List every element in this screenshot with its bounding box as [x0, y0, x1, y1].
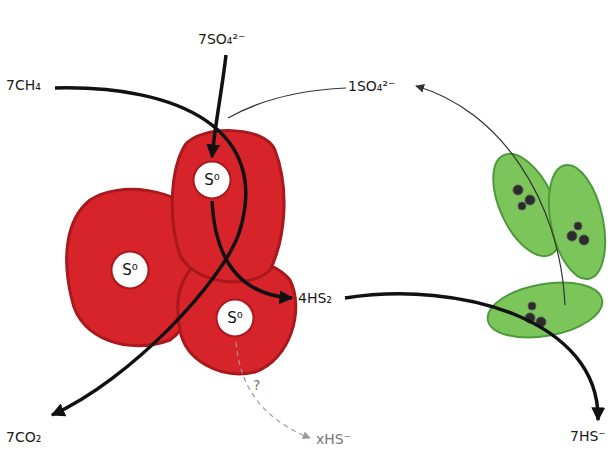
- uncertain-flow-arrow: [236, 342, 310, 438]
- methane-flow-arrow: [52, 88, 246, 415]
- sulfide-flow-arrow: [345, 294, 598, 420]
- intermediate-label: 4HS₂: [298, 289, 332, 307]
- sulfur-granules: [513, 185, 589, 327]
- disulfide-flow-arrow: [212, 201, 292, 298]
- globule-label: S⁰: [204, 171, 220, 189]
- sulfate-return-arrow: [416, 86, 565, 305]
- bacteria-group: [479, 144, 614, 346]
- product-label: 7CO₂: [6, 428, 41, 446]
- sulfate-merge-line: [228, 88, 346, 118]
- sulfur-globule: S⁰: [215, 298, 255, 338]
- archaea-cluster: [67, 131, 296, 374]
- product-label: xHS⁻: [316, 430, 351, 448]
- reactant-label: 7CH₄: [6, 76, 41, 94]
- bacterium-cell: [540, 160, 615, 284]
- product-label: 1SO₄²⁻: [348, 77, 395, 95]
- globule-label: S⁰: [122, 261, 138, 279]
- globule-label: S⁰: [227, 309, 243, 327]
- product-label: 7HS⁻: [570, 427, 606, 445]
- reactant-label: 7SO₄²⁻: [198, 30, 245, 48]
- sulfur-globule: S⁰: [110, 250, 150, 290]
- sulfur-globule: S⁰: [192, 160, 232, 200]
- question-mark: ?: [253, 376, 260, 394]
- sulfate-flow-arrow: [212, 55, 226, 157]
